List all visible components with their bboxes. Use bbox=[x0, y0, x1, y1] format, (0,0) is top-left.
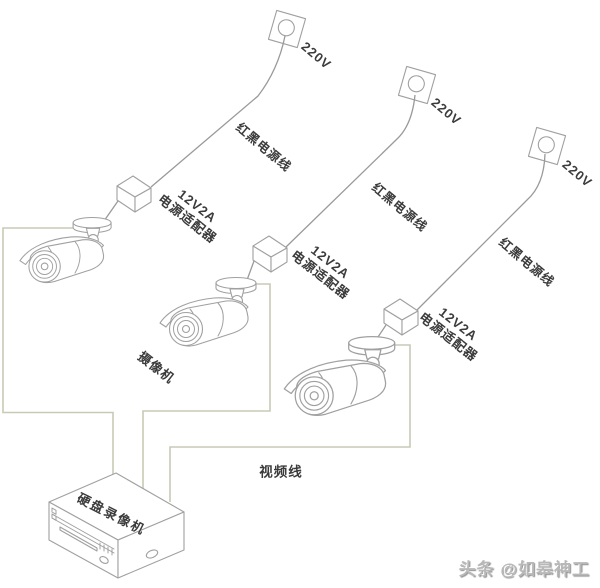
dvr-unit: 硬盘录像机 bbox=[48, 472, 185, 579]
video-cable-camera2 bbox=[142, 283, 271, 489]
outlet-hole bbox=[277, 19, 295, 37]
dvr-front-button bbox=[99, 556, 109, 564]
dvr-vent-slots bbox=[99, 542, 113, 556]
dvr-indicator-windows bbox=[51, 507, 57, 521]
wall-outlet-2 bbox=[397, 65, 437, 105]
power-wire-outlet1-adapter1 bbox=[150, 35, 286, 188]
outlet-hole bbox=[537, 136, 555, 154]
watermark: 头条 @如皋神工 bbox=[458, 560, 590, 579]
power-wire-adapter1-camera1 bbox=[103, 200, 119, 222]
power-wire-adapter2-camera2 bbox=[246, 260, 255, 281]
dvr-side-port bbox=[145, 549, 159, 559]
camera-2 bbox=[159, 276, 257, 347]
dvr-right-face bbox=[117, 511, 185, 579]
video-cable-camera1 bbox=[2, 227, 114, 474]
outlet-hole bbox=[407, 75, 425, 93]
power-wire-outlet2-adapter2 bbox=[285, 94, 416, 248]
power-adapter-1 bbox=[116, 175, 152, 213]
video-cable-label: 视频线 bbox=[259, 464, 303, 480]
power-adapter-2 bbox=[252, 235, 288, 273]
wall-outlet-1 bbox=[267, 9, 307, 49]
camera-3 bbox=[283, 335, 396, 416]
wall-outlet-3 bbox=[527, 126, 567, 166]
power-wire-outlet3-adapter3 bbox=[416, 153, 546, 311]
dvr-disc-tray bbox=[59, 526, 98, 552]
power-adapter-3 bbox=[383, 298, 419, 336]
video-cable-camera3 bbox=[169, 344, 411, 502]
